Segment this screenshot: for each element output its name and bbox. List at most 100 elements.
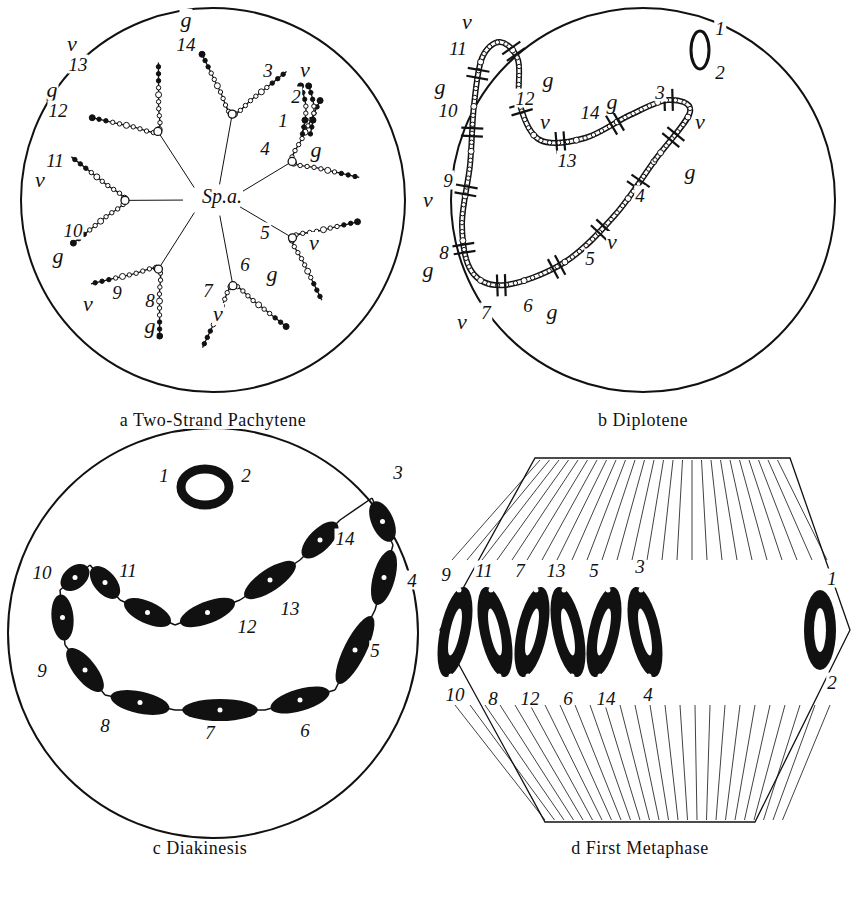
chromosome-label: g xyxy=(542,69,555,91)
chromosome-label: g xyxy=(266,263,279,285)
chromosome xyxy=(55,559,94,597)
chromosome-label: 1 xyxy=(277,111,289,130)
centromere xyxy=(154,265,162,273)
chromomere xyxy=(328,226,332,230)
chromomere xyxy=(673,98,677,102)
chromomere xyxy=(304,104,308,108)
spindle-fibre xyxy=(745,705,771,820)
spindle-fibre xyxy=(602,460,635,560)
chromomere xyxy=(467,167,471,171)
chromomere xyxy=(305,268,311,274)
spindle-fibre xyxy=(783,705,831,820)
chromomere xyxy=(646,167,650,171)
chromomere xyxy=(504,42,508,46)
chromomere xyxy=(156,100,160,104)
chromosome-label: v xyxy=(461,11,473,33)
chromosome-label: 9 xyxy=(36,661,48,680)
chromosome-label: g xyxy=(684,161,697,183)
chromomere xyxy=(348,221,352,225)
spindle-fibre xyxy=(500,705,574,820)
chromomere xyxy=(312,111,316,115)
spindle-fibre xyxy=(647,460,664,560)
centromere xyxy=(526,674,531,679)
chromomere xyxy=(658,150,664,156)
chromosome-label: 6 xyxy=(522,296,534,315)
spindle-fibre xyxy=(497,460,569,560)
chromomere xyxy=(339,171,343,175)
chromomere xyxy=(320,227,326,233)
chromomere xyxy=(515,56,519,60)
centromere xyxy=(205,610,210,615)
spindle-fibre xyxy=(735,705,755,820)
spindle-fibre xyxy=(692,460,693,560)
centromere xyxy=(83,668,88,673)
chromosome-label: g xyxy=(310,139,323,161)
chromomere xyxy=(523,117,527,121)
chromomere xyxy=(539,138,543,142)
chromomere xyxy=(156,92,162,98)
chromomere xyxy=(134,271,138,275)
chromomere xyxy=(332,170,336,174)
spindle-fibre xyxy=(587,460,626,560)
spindle-fibre xyxy=(515,705,583,820)
chromosome-label: v xyxy=(539,111,551,133)
chromosome xyxy=(182,699,258,721)
spindle-fibre xyxy=(467,460,550,560)
chromomere xyxy=(256,302,262,308)
chromomere xyxy=(111,120,115,124)
chromosome-label: 11 xyxy=(118,561,138,580)
centromere xyxy=(562,588,567,593)
chromosome-label: 12 xyxy=(48,101,69,120)
chromomere xyxy=(306,83,312,89)
chromomere xyxy=(355,219,361,225)
chromosome-label: 11 xyxy=(448,39,468,58)
chiasma-end xyxy=(671,89,674,111)
chromosome-label: v xyxy=(422,189,434,211)
chromomere xyxy=(487,44,491,48)
bivalent-ring xyxy=(181,469,229,505)
chromomere xyxy=(131,125,135,129)
chromomere xyxy=(570,255,574,259)
ring-gap xyxy=(522,607,542,656)
chromomere xyxy=(470,131,474,135)
chromosome-label: g xyxy=(434,76,447,98)
spindle-fibre xyxy=(680,705,688,820)
chromomere xyxy=(278,320,282,324)
chromomere xyxy=(639,107,643,111)
spindle-fibre xyxy=(557,460,607,560)
centromere xyxy=(288,157,296,165)
chromosome-label: g xyxy=(422,259,435,281)
chiasma-end xyxy=(504,274,507,296)
chromomere xyxy=(625,196,631,202)
centromere xyxy=(598,674,603,679)
chromosome-label: 10 xyxy=(438,101,459,120)
centromere xyxy=(647,674,652,679)
spindle-fibre xyxy=(754,705,785,820)
panel-caption: b Diplotene xyxy=(597,411,689,429)
spindle-fibre xyxy=(721,460,738,560)
chromosome-label: 8 xyxy=(438,243,450,262)
panel-caption: a Two-Strand Pachytene xyxy=(119,411,307,429)
chromomere xyxy=(157,114,161,118)
chromosome-label: 3 xyxy=(262,61,274,80)
chromosome-label: 9 xyxy=(442,171,454,190)
chromosome-label: 4 xyxy=(406,571,418,590)
chromomere xyxy=(283,324,289,330)
chromomere xyxy=(293,148,297,152)
chromomere xyxy=(292,244,296,248)
field-circle xyxy=(8,428,418,838)
chromomere xyxy=(88,228,92,232)
chromosome-label: 12 xyxy=(515,89,536,108)
chromomere xyxy=(471,103,477,109)
chiasma-end xyxy=(555,255,565,274)
spindle-fibre xyxy=(778,460,828,560)
chromomere xyxy=(312,104,316,108)
chromomere xyxy=(117,122,121,126)
chromosome-label: 5 xyxy=(259,223,271,242)
spindle-fibre xyxy=(632,460,654,560)
chromomere xyxy=(98,218,104,224)
centromere xyxy=(449,674,454,679)
chiasma-end xyxy=(512,109,533,115)
chromosome-label: 1 xyxy=(714,19,726,38)
